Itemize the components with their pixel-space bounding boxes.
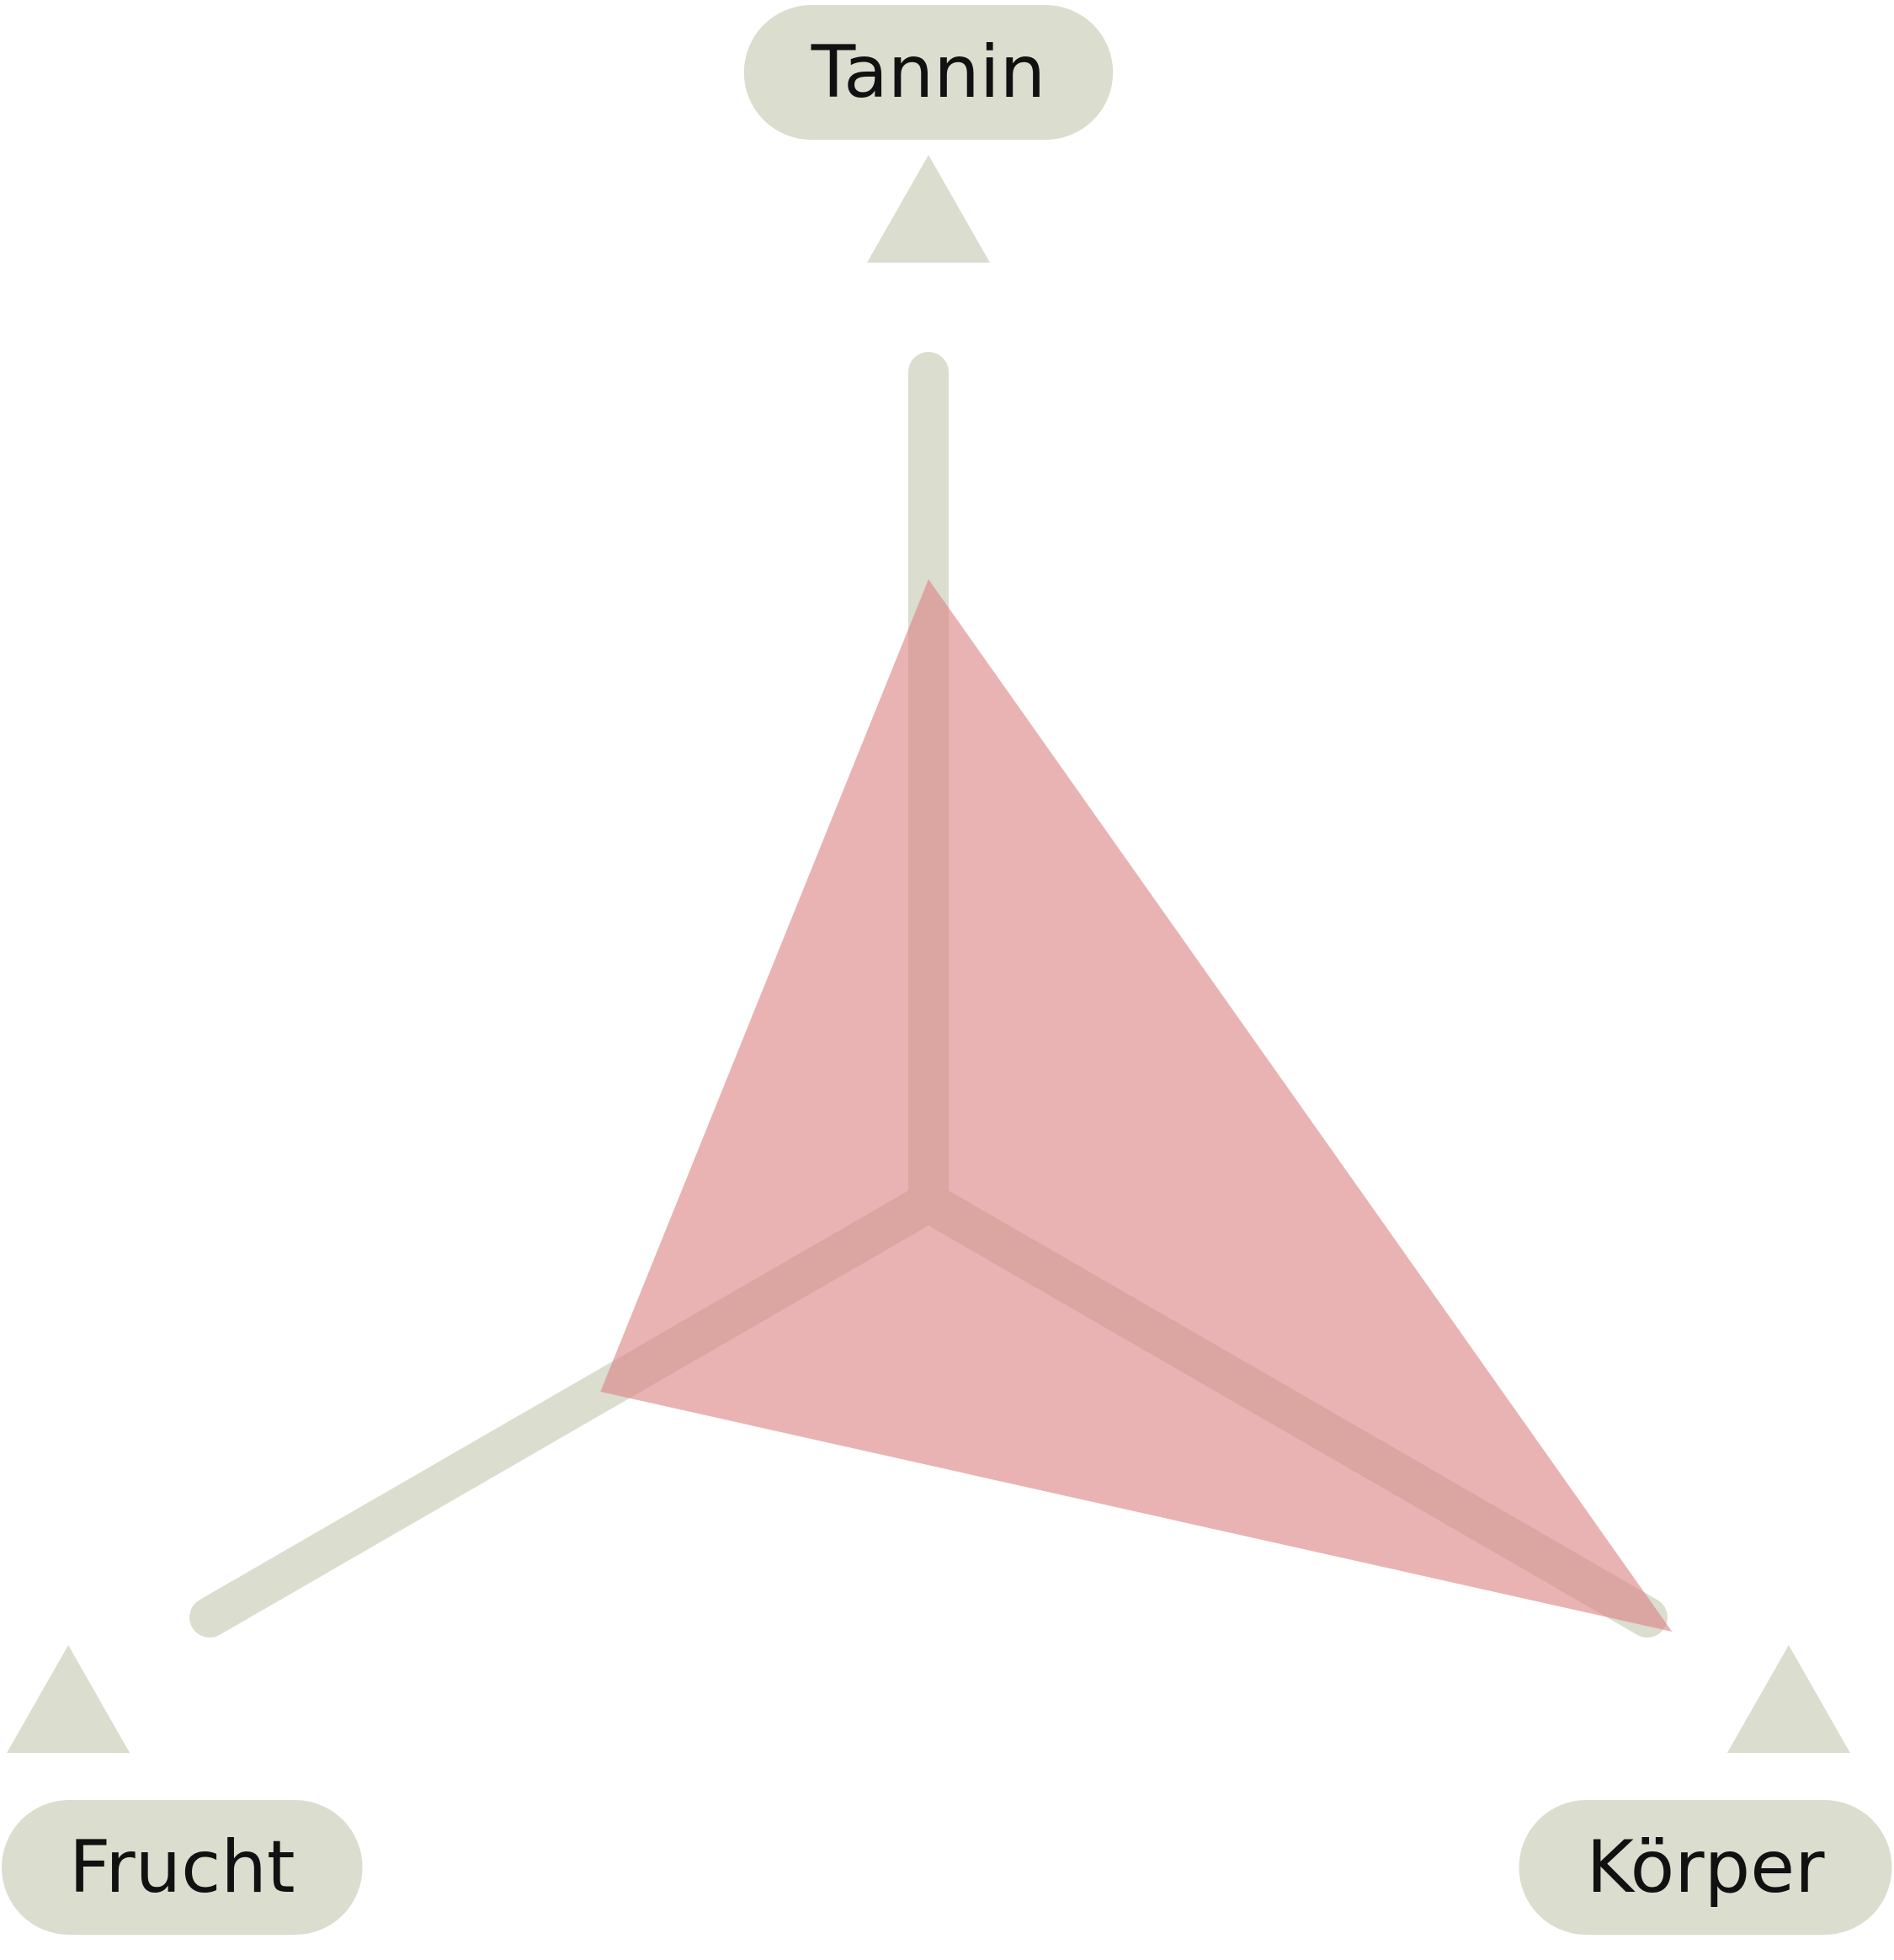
axis-label-tannin: Tannin — [743, 5, 1114, 140]
axis-label-text: Körper — [1587, 1825, 1826, 1909]
axis-label-pill — [1519, 1800, 1892, 1935]
radar-series — [600, 579, 1673, 1632]
axis-arrow-tannin-icon — [867, 155, 990, 263]
axis-arrow-frucht-icon — [7, 1645, 130, 1753]
axis-label-pill — [2, 1800, 363, 1935]
axis-label-text: Frucht — [69, 1825, 295, 1909]
series-area-0 — [600, 579, 1673, 1632]
axis-label-pill — [743, 5, 1114, 140]
axis-label-körper: Körper — [1519, 1800, 1892, 1935]
axis-label-frucht: Frucht — [2, 1800, 363, 1935]
axis-arrow-körper-icon — [1726, 1645, 1850, 1753]
axis-label-text: Tannin — [811, 30, 1045, 115]
